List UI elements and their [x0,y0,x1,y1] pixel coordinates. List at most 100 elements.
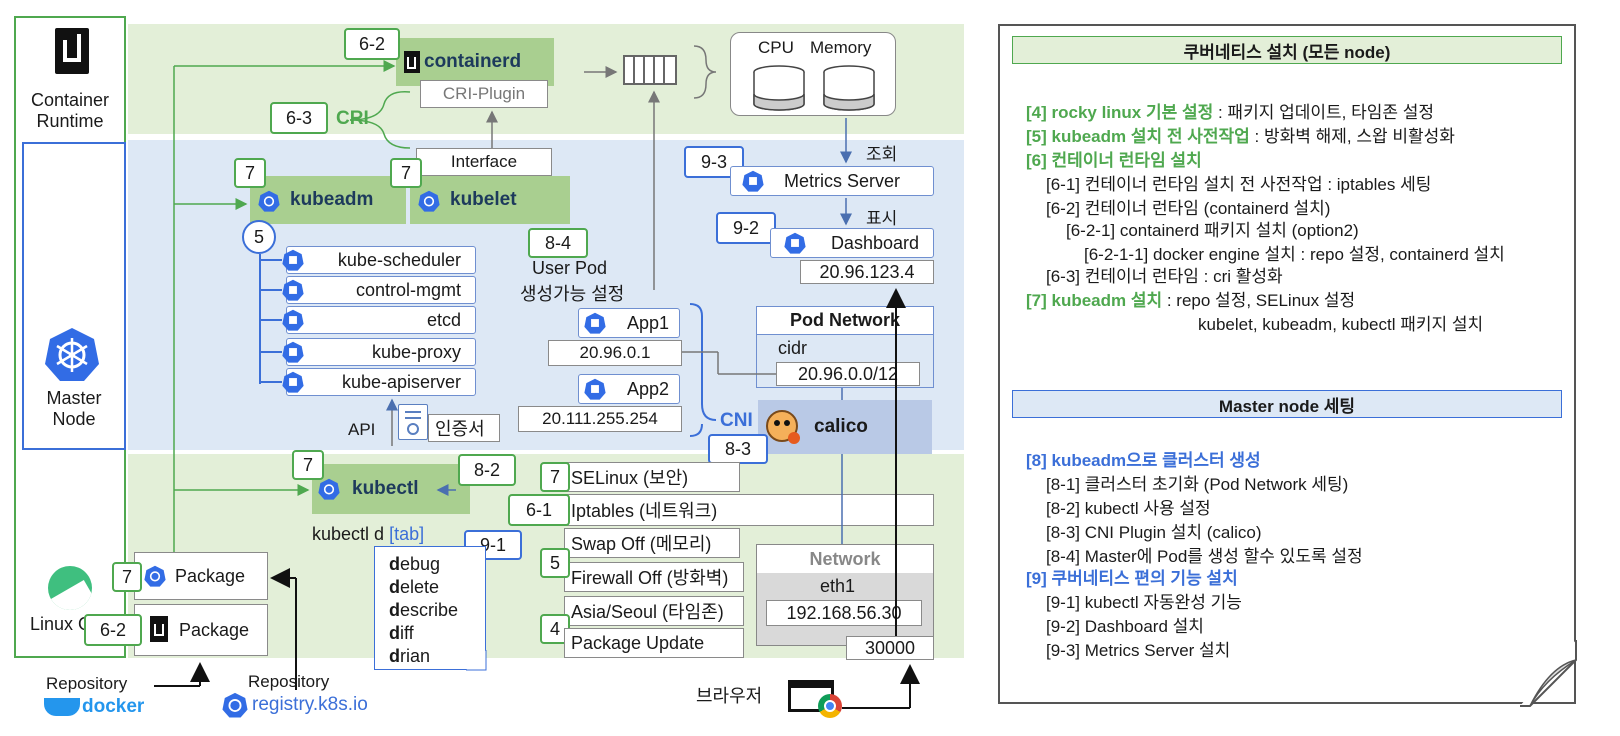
step-6-2-package-badge: 6-2 [84,614,142,646]
calico-icon [766,410,800,444]
eth1-label: eth1 [820,576,856,596]
network-header: Network [757,545,933,573]
calico-label: calico [814,416,868,437]
step-7-kubectl-badge: 7 [292,450,324,480]
cni-label: CNI [720,410,753,431]
step-6-1-line: [6-1] 컨테이너 런타임 설치 전 사전작업 : iptables 세팅 [1046,175,1432,194]
step-8-4-badge: 8-4 [528,228,588,258]
docker-brand-label: docker [82,696,145,717]
step-9-2-badge: 9-2 [716,212,776,244]
step-5-badge: 5 [242,220,276,254]
kubeadm-k8s-icon [258,190,280,212]
step-8-3-line: [8-3] CNI Plugin 설치 (calico) [1046,523,1262,542]
kube-apiserver-box: kube-apiserver [286,368,476,396]
step-6-2-1-1-line: [6-2-1-1] docker engine 설치 : repo 설정, co… [1084,245,1505,264]
step-7-line: [7] kubeadm 설치 : repo 설정, SELinux 설정 [1026,291,1356,310]
step-7-packages-line: kubelet, kubeadm, kubectl 패키지 설치 [1198,315,1484,334]
control-mgmt-box: control-mgmt [286,276,476,304]
memory-disk-icon [823,65,875,111]
containerd-package-icon [150,616,168,642]
step-9-2-line: [9-2] Dashboard 설치 [1046,617,1204,636]
iptables-box: Iptables (네트워크) [564,494,934,526]
cmd-describe: describe [389,600,459,620]
kubernetes-helm-icon [45,328,99,381]
step-5-line: [5] kubeadm 설치 전 사전작업 : 방화벽 해제, 스왑 비활성화 [1026,127,1455,146]
cidr-value: 20.96.0.0/12 [776,362,920,386]
chrome-icon [818,694,842,718]
cri-label: CRI [336,108,369,129]
memory-label: Memory [810,38,872,57]
metrics-pod-icon [742,170,764,192]
timezone-box: Asia/Seoul (타임존) [564,596,744,626]
step-8-4-line: [8-4] Master에 Pod를 생성 할수 있도록 설정 [1046,547,1363,566]
cidr-label: cidr [778,338,808,358]
install-steps-panel [998,24,1576,704]
master-node-frame [22,142,126,450]
cmd-drian: drian [389,646,431,666]
kubectl-k8s-icon [318,478,340,500]
etcd-box: etcd [286,306,476,334]
step-6-1-badge: 6-1 [508,494,570,526]
panel-header-master: Master node 세팅 [1012,390,1562,418]
dashboard-ip: 20.96.123.4 [800,260,934,284]
step-6-2-1-line: [6-2-1] containerd 패키지 설치 (option2) [1066,221,1359,240]
certificate-box: 인증서 [428,414,500,442]
step-8-2-line: [8-2] kubectl 사용 설정 [1046,499,1211,518]
cmd-debug: debug [389,554,441,574]
kubectl-label: kubectl [352,478,419,499]
step-4-line: [4] rocky linux 기본 설정 : 패키지 업데이트, 타임존 설정 [1026,103,1435,122]
app1-ip: 20.96.0.1 [548,340,682,366]
apiserver-pod-icon [282,371,304,393]
lookup-label: 조회 [866,145,898,164]
kube-scheduler-box: kube-scheduler [286,246,476,274]
node-port: 30000 [846,636,934,660]
containerd-small-icon [404,51,420,73]
browser-label: 브라우저 [696,686,763,706]
container-runtime-label: Container Runtime [30,90,110,131]
cri-plugin-box: CRI-Plugin [420,80,548,108]
step-9-line: [9] 쿠버네티스 편의 기능 설치 [1026,569,1238,588]
kubectl-cmd-label: kubectl d [tab] [312,524,425,544]
app1-pod-icon [584,312,606,334]
cpu-disk-icon [753,65,805,111]
step-6-3-line: [6-3] 컨테이너 런타임 : cri 활성화 [1046,267,1283,286]
step-7-package-badge: 7 [112,562,142,592]
k8s-registry-label: registry.k8s.io [252,694,368,715]
k8s-repo-label: Repository [248,672,330,691]
kubelet-k8s-icon [418,190,440,212]
step-6-2-badge: 6-2 [344,28,400,60]
step-8-1-line: [8-1] 클러스터 초기화 (Pod Network 세팅) [1046,475,1349,494]
dashboard-pod-icon [784,232,806,254]
step-6-3-badge: 6-3 [270,102,328,134]
k8s-package-box: Package [134,552,268,600]
step-6-line: [6] 컨테이너 런타임 설치 [1026,151,1202,170]
step-5-settings-badge: 5 [540,548,570,578]
step-9-3-line: [9-3] Metrics Server 설치 [1046,641,1231,660]
api-label: API [348,420,376,439]
step-7-selinux-badge: 7 [540,462,570,492]
step-8-3-badge: 8-3 [708,434,768,464]
cpu-label: CPU [758,38,794,57]
user-pod-setting-label: 생성가능 설정 [520,284,625,304]
rocky-linux-icon [48,566,92,610]
containerd-logo-icon [55,28,89,74]
panel-header-all-nodes: 쿠버네티스 설치 (모든 node) [1012,36,1562,64]
containerd-block: containerd [396,38,554,86]
docker-whale-icon [44,698,80,716]
package-k8s-icon [144,565,166,587]
pod-network-header: Pod Network [757,307,933,335]
package-update-box: Package Update [564,628,744,658]
kube-proxy-pod-icon [282,341,304,363]
certificate-icon [398,404,428,440]
kubelet-label: kubelet [450,189,517,210]
cmd-diff: diff [389,623,414,643]
control-mgmt-pod-icon [282,279,304,301]
master-node-label: Master Node [46,388,102,429]
kube-proxy-box: kube-proxy [286,338,476,366]
step-7-kubeadm-badge: 7 [234,158,266,188]
autocomplete-list: debug delete describe diff drian [374,546,486,670]
swap-box: Swap Off (메모리) [564,528,740,558]
metrics-server-box: Metrics Server [730,166,934,196]
kubeadm-block: kubeadm [250,176,406,224]
panel-page-curl [1520,640,1577,707]
